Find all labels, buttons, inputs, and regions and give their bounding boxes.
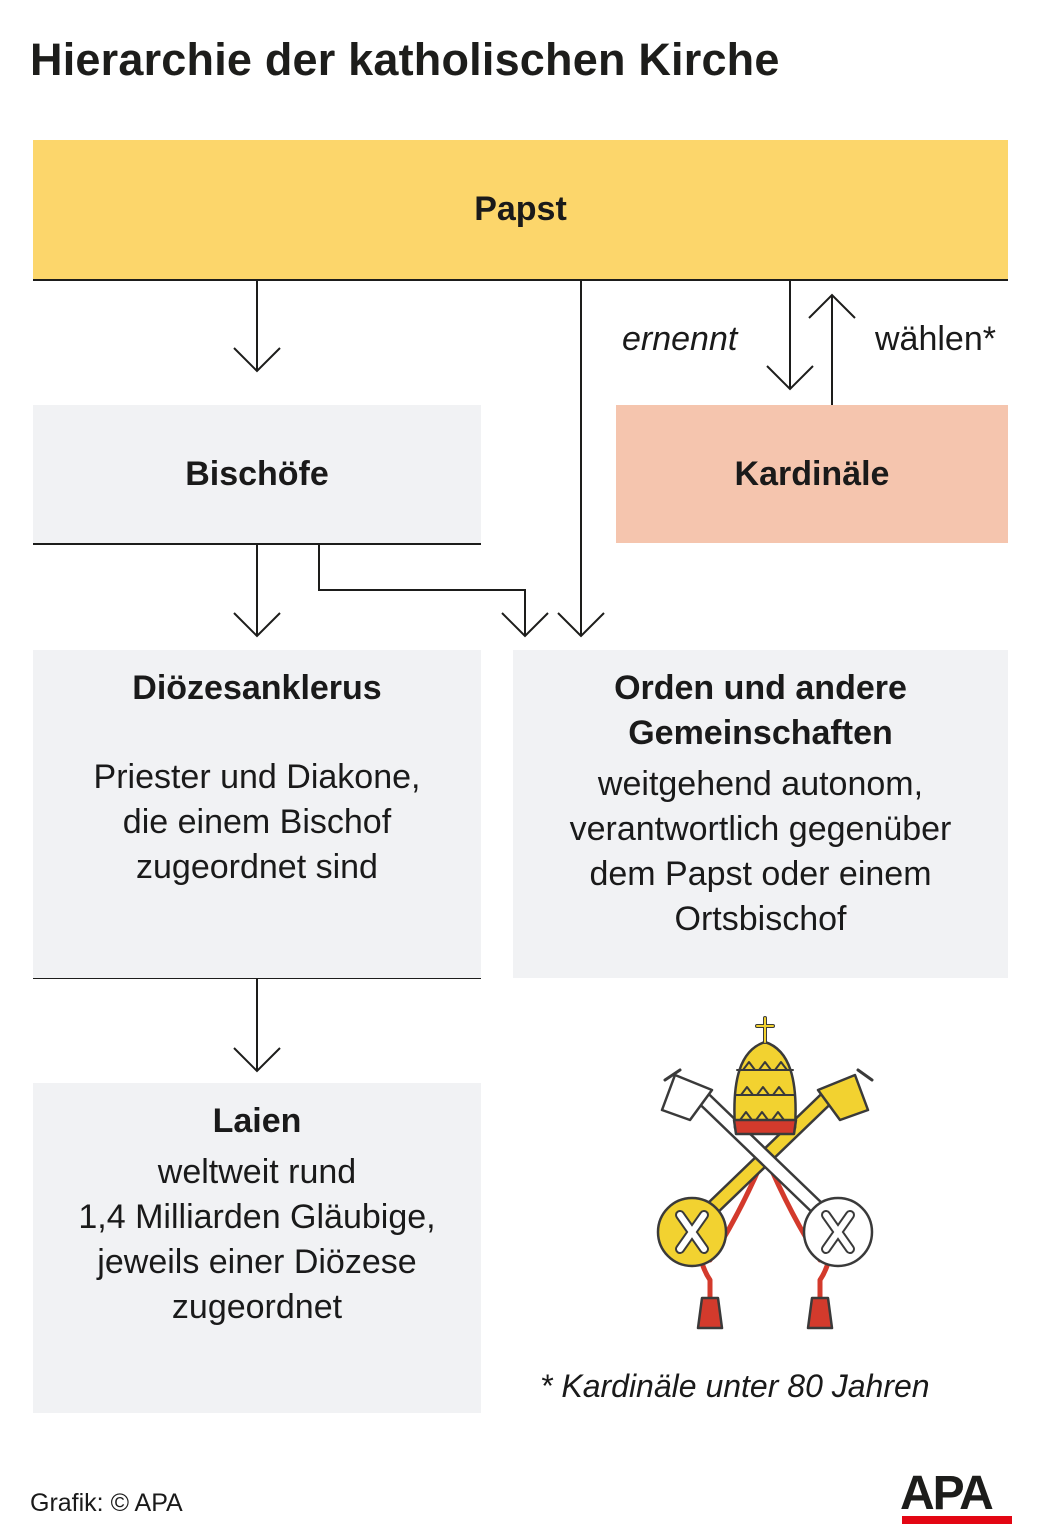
- desc-line: jeweils einer Diözese: [97, 1243, 417, 1281]
- page-title: Hierarchie der katholischen Kirche: [30, 34, 780, 85]
- node-laien-desc: weltweit rund 1,4 Milliarden Gläubige, j…: [78, 1150, 435, 1330]
- desc-line: Ortsbischof: [674, 900, 847, 938]
- desc-line: zugeordnet: [171, 1288, 343, 1326]
- desc-line: 1,4 Milliarden Gläubige,: [78, 1198, 436, 1236]
- desc-line: Priester und Diakone,: [93, 758, 421, 796]
- node-orden: Orden und andere Gemeinschaften weitgehe…: [513, 650, 1008, 978]
- arrowhead-bischoefe-icon: [233, 347, 281, 373]
- edge-bischoefe-orden: [318, 544, 526, 635]
- arrowhead-orden-bischoefe-icon: [501, 612, 549, 638]
- title-line: Orden und andere: [614, 669, 907, 707]
- node-bischoefe-title: Bischöfe: [185, 454, 329, 493]
- apa-logo: APA: [900, 1467, 994, 1520]
- node-orden-title: Orden und andere Gemeinschaften: [614, 666, 907, 756]
- node-kardinaele: Kardinäle: [616, 405, 1008, 543]
- desc-line: weitgehend autonom,: [597, 765, 924, 803]
- arrowhead-ernennt-icon: [766, 365, 814, 391]
- title-line: Gemeinschaften: [628, 714, 893, 752]
- node-orden-desc: weitgehend autonom, verantwortlich gegen…: [570, 762, 952, 942]
- credit-text: Grafik: © APA: [30, 1489, 183, 1517]
- node-dioezesanklerus-desc: Priester und Diakone, die einem Bischof …: [94, 755, 421, 890]
- node-dioezesanklerus-title: Diözesanklerus: [132, 669, 382, 707]
- desc-line: verantwortlich gegenüber: [569, 810, 952, 848]
- node-kardinaele-title: Kardinäle: [734, 454, 890, 493]
- arrowhead-dioezesan-icon: [233, 612, 281, 638]
- node-bischoefe: Bischöfe: [33, 405, 481, 543]
- arrowhead-orden-papst-icon: [557, 612, 605, 638]
- arrowhead-waehlen-icon: [808, 293, 856, 319]
- node-dioezesanklerus: Diözesanklerus Priester und Diakone, die…: [33, 650, 481, 978]
- edge-label-waehlen: wählen*: [875, 320, 996, 358]
- node-laien: Laien weltweit rund 1,4 Milliarden Gläub…: [33, 1083, 481, 1413]
- papal-emblem-icon: [656, 1016, 874, 1330]
- desc-line: die einem Bischof: [122, 803, 392, 841]
- arrowhead-laien-icon: [233, 1047, 281, 1073]
- node-papst: Papst: [33, 140, 1008, 279]
- desc-line: dem Papst oder einem: [589, 855, 932, 893]
- edge-label-ernennt: ernennt: [622, 320, 738, 358]
- apa-logo-bar: [902, 1516, 1012, 1524]
- desc-line: weltweit rund: [157, 1153, 357, 1191]
- footnote: * Kardinäle unter 80 Jahren: [540, 1368, 930, 1404]
- node-laien-title: Laien: [212, 1102, 302, 1140]
- node-papst-title: Papst: [474, 190, 567, 228]
- desc-line: zugeordnet sind: [136, 848, 378, 886]
